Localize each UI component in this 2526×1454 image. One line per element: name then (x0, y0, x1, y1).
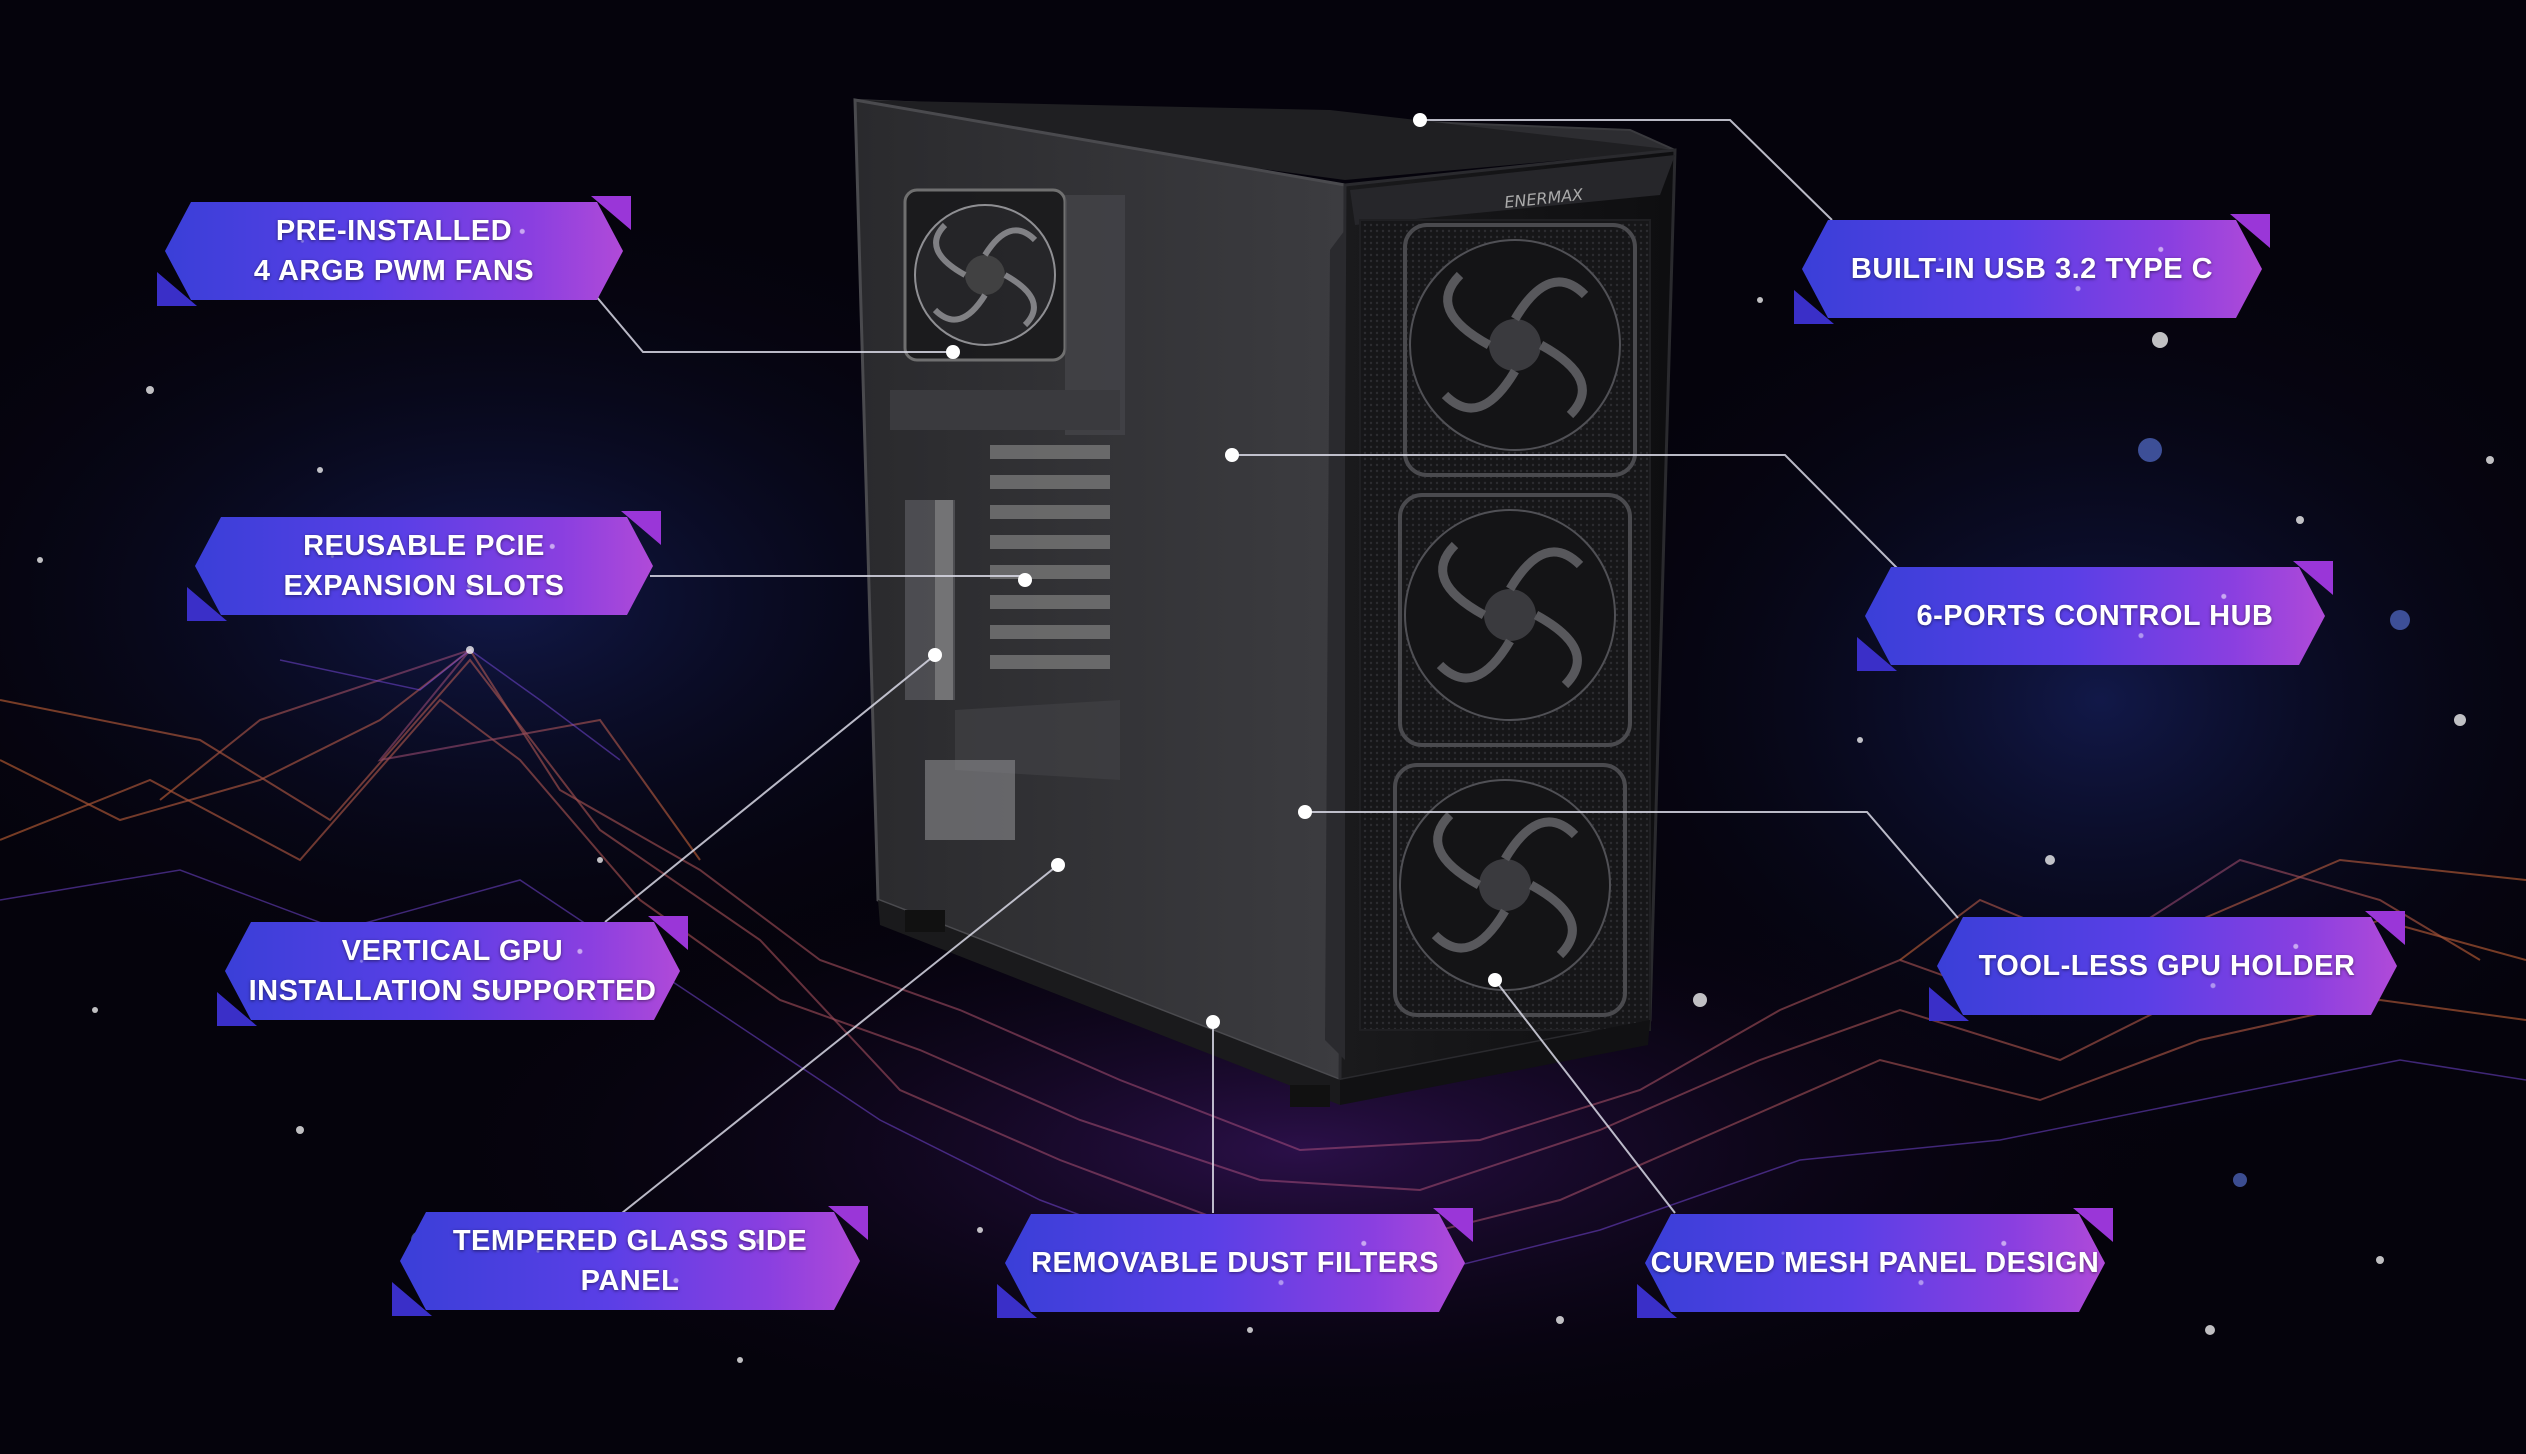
callout-text: BUILT-IN USB 3.2 TYPE C (1850, 253, 2214, 285)
callout-text: PRE-INSTALLED 4 ARGB PWM FANS (254, 211, 534, 291)
interior-rear-fan (903, 188, 1067, 362)
hotspot-control-hub (1225, 448, 1239, 462)
hotspot-mesh (1488, 973, 1502, 987)
callout-control-hub: 6-PORTS CONTROL HUB (1857, 561, 2333, 671)
leader-usb-type-c (1420, 119, 1833, 221)
callout-text: VERTICAL GPU INSTALLATION SUPPORTED (249, 931, 657, 1011)
callout-text: REMOVABLE DUST FILTERS (1031, 1247, 1439, 1279)
front-fans (1393, 223, 1637, 1017)
callout-text: REUSABLE PCIE EXPANSION SLOTS (284, 526, 565, 606)
hotspot-pcie (1018, 573, 1032, 587)
callout-tempered-glass: TEMPERED GLASS SIDE PANEL (392, 1206, 868, 1316)
hotspot-vertical-gpu (928, 648, 942, 662)
callout-text: TEMPERED GLASS SIDE PANEL (452, 1225, 808, 1297)
callout-line: REUSABLE PCIE (303, 530, 545, 562)
callout-text: TOOL-LESS GPU HOLDER (1978, 950, 2356, 982)
leader-mesh-panel (1494, 979, 1676, 1214)
leader-vertical-gpu (604, 654, 936, 923)
hotspot-usb (1413, 113, 1427, 127)
hotspot-fan (946, 345, 960, 359)
leader-gpu-holder (1305, 811, 1959, 919)
callout-usb-type-c: BUILT-IN USB 3.2 TYPE C (1794, 214, 2270, 324)
callout-line: INSTALLATION SUPPORTED (248, 975, 657, 1007)
callout-line: PRE-INSTALLED (275, 215, 513, 247)
callout-line: 4 ARGB PWM FANS (253, 255, 535, 287)
hotspot-glass (1051, 858, 1065, 872)
callout-pre-installed-fans: PRE-INSTALLED 4 ARGB PWM FANS (157, 196, 631, 306)
hotspot-gpu-holder (1298, 805, 1312, 819)
leader-tempered-glass (621, 864, 1059, 1214)
leader-control-hub (1232, 454, 1898, 569)
hotspot-dust-filter (1206, 1015, 1220, 1029)
callout-text: CURVED MESH PANEL DESIGN (1650, 1247, 2100, 1279)
leader-pre-installed-fans (594, 294, 953, 353)
callout-text: 6-PORTS CONTROL HUB (1916, 600, 2274, 632)
callout-line: VERTICAL GPU (341, 935, 564, 967)
callout-vertical-gpu: VERTICAL GPU INSTALLATION SUPPORTED (217, 916, 688, 1026)
callout-line: EXPANSION SLOTS (283, 570, 565, 602)
callout-dust-filters: REMOVABLE DUST FILTERS (997, 1208, 1473, 1318)
callout-gpu-holder: TOOL-LESS GPU HOLDER (1929, 911, 2405, 1021)
callout-mesh-panel: CURVED MESH PANEL DESIGN (1637, 1208, 2113, 1318)
callout-pcie-slots: REUSABLE PCIE EXPANSION SLOTS (187, 511, 661, 621)
